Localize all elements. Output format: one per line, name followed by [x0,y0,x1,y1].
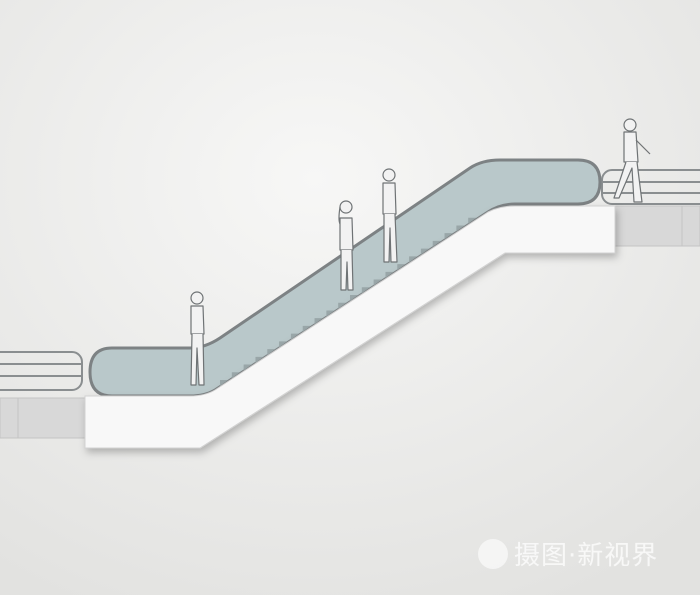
step [255,356,264,363]
step [220,380,228,386]
escalator-truss [84,205,616,449]
step [397,264,406,271]
lower-floor [0,351,89,439]
step [373,279,382,286]
step [456,225,465,232]
person-walking [613,118,651,203]
person-upper [382,168,398,263]
step [468,217,477,224]
step [409,256,418,263]
escalator-steps [220,217,477,386]
step [385,271,394,278]
step [267,349,276,356]
person-woman [338,200,354,291]
step [243,364,252,371]
lower-railing [0,351,83,391]
step [420,248,429,255]
step [231,372,240,379]
step [338,302,347,309]
person-lower [190,291,205,386]
step [350,295,358,301]
step [326,310,335,317]
step [302,325,311,332]
step [432,240,441,247]
watermark-text: 摄图·新视界 [514,541,659,571]
step [444,233,453,240]
step [290,333,299,340]
step [361,287,370,294]
watermark-logo-icon [478,538,508,569]
upper-floor [601,169,700,247]
step [279,341,288,348]
watermark: 摄图·新视界 [478,535,658,572]
step [314,318,323,325]
